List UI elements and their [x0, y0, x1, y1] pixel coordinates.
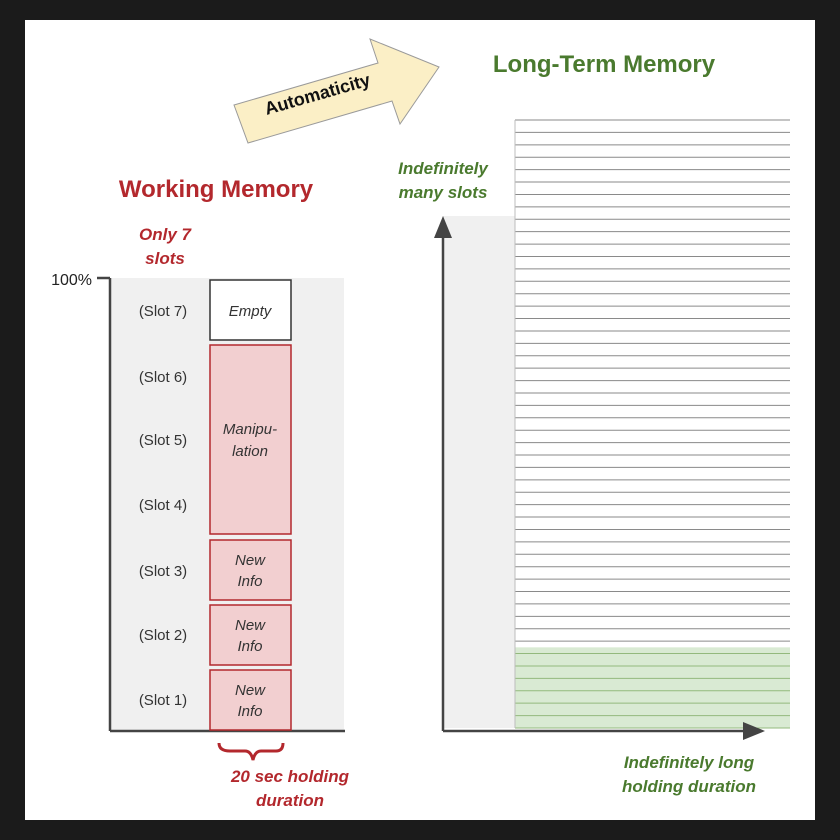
- slot-5-label: (Slot 5): [139, 432, 187, 449]
- ltm-slots-caption-line1: Indefinitely: [398, 159, 489, 178]
- new-info-box-slot3: [209, 539, 292, 601]
- working-memory-title: Working Memory: [119, 176, 314, 203]
- wm-slots-caption-line2: slots: [145, 249, 185, 268]
- empty-slot-label: Empty: [229, 303, 273, 320]
- manipulation-label-line1: Manipu-: [223, 421, 277, 438]
- new-info-slot1-line1: New: [235, 682, 266, 699]
- slot-2-label: (Slot 2): [139, 627, 187, 644]
- wm-duration-caption-line2: duration: [256, 791, 324, 810]
- slot-boxes: Empty Manipu- lation New Info New Info N…: [209, 279, 292, 731]
- wm-slots-caption-line1: Only 7: [139, 225, 193, 244]
- new-info-slot3-line1: New: [235, 552, 266, 569]
- slot-4-label: (Slot 4): [139, 497, 187, 514]
- ltm-duration-caption-line2: holding duration: [622, 777, 756, 796]
- slot-7-label: (Slot 7): [139, 303, 187, 320]
- new-info-slot2-line1: New: [235, 617, 266, 634]
- new-info-slot3-line2: Info: [237, 573, 262, 590]
- new-info-box-slot2: [209, 604, 292, 666]
- automaticity-arrow: Automaticity: [233, 38, 440, 144]
- wm-axis-top-label: 100%: [51, 272, 92, 289]
- ltm-panel: [443, 216, 515, 728]
- empty-slot-box: [209, 279, 292, 341]
- wm-duration-caption-line1: 20 sec holding: [230, 767, 350, 786]
- ltm-duration-caption-line1: Indefinitely long: [624, 753, 755, 772]
- ltm-axes: [434, 216, 765, 740]
- slot-3-label: (Slot 3): [139, 563, 187, 580]
- manipulation-box: [209, 344, 292, 535]
- slot-1-label: (Slot 1): [139, 692, 187, 709]
- slot-labels: (Slot 7) (Slot 6) (Slot 5) (Slot 4) (Slo…: [139, 303, 187, 709]
- manipulation-label-line2: lation: [232, 443, 268, 460]
- ltm-slots-caption-line2: many slots: [399, 183, 488, 202]
- memory-diagram: Automaticity Long-Term Memory Indefinite…: [51, 38, 790, 810]
- wm-axes: [97, 276, 345, 733]
- holding-duration-brace: [217, 742, 285, 761]
- new-info-slot1-line2: Info: [237, 703, 262, 720]
- ltm-slot-lines: [514, 119, 790, 729]
- new-info-box-slot1: [209, 669, 292, 731]
- slot-6-label: (Slot 6): [139, 369, 187, 386]
- new-info-slot2-line2: Info: [237, 638, 262, 655]
- long-term-memory-title: Long-Term Memory: [493, 51, 716, 78]
- ltm-automatic-region: [515, 647, 790, 728]
- diagram-canvas: Automaticity Long-Term Memory Indefinite…: [25, 20, 815, 820]
